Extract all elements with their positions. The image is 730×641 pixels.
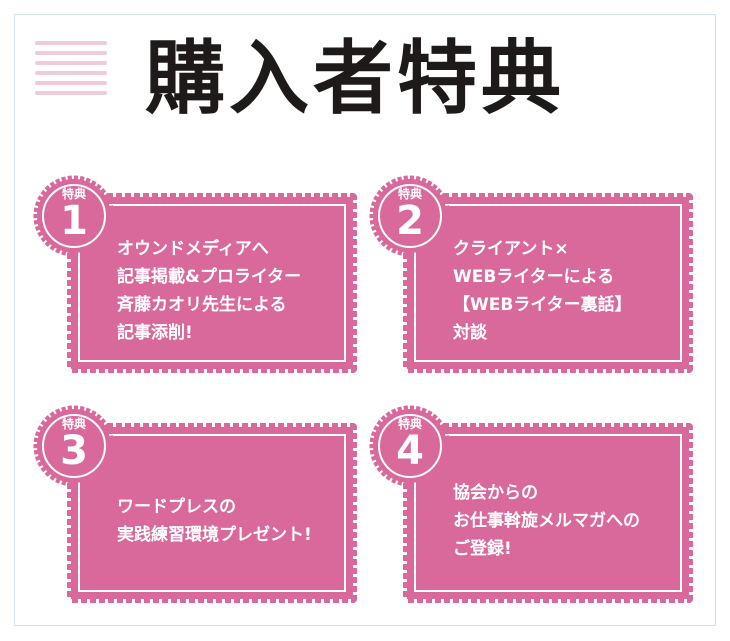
badge-circle-icon [33, 405, 115, 487]
benefit-line: クライアント× [453, 239, 569, 259]
benefit-badge: 特典 2 [369, 175, 451, 257]
benefit-line: お仕事斡旋メルマガへの [453, 511, 640, 531]
page-title: 購入者特典 [145, 32, 565, 125]
stamp-border-icon [67, 423, 357, 603]
benefit-card-text: ワードプレスの 実践練習環境プレゼント! [67, 461, 357, 581]
benefit-card-2: クライアント× WEBライターによる 【WEBライター裏話】 対談 特典 2 [369, 175, 693, 373]
benefit-badge: 特典 3 [33, 405, 115, 487]
benefit-badge: 特典 1 [33, 175, 115, 257]
badge-circle-icon [33, 175, 115, 257]
badge-number: 1 [60, 198, 88, 244]
stamp-border-icon [67, 193, 357, 373]
benefit-line: 【WEBライター裏話】 [453, 295, 632, 315]
badge-number: 2 [396, 198, 424, 244]
stamp-border-icon [403, 423, 693, 603]
badge-number: 4 [396, 428, 424, 474]
benefit-card-4: 協会からの お仕事斡旋メルマガへの ご登録! 特典 4 [369, 405, 693, 603]
benefit-line: 対談 [453, 323, 487, 343]
benefit-line: 記事掲載&プロライター [117, 267, 302, 287]
benefit-card-text: クライアント× WEBライターによる 【WEBライター裏話】 対談 [403, 231, 693, 351]
badge-label: 特典 [61, 187, 86, 201]
benefit-line: 実践練習環境プレゼント! [117, 525, 312, 545]
badge-label: 特典 [397, 417, 422, 431]
benefit-card-text: オウンドメディアへ 記事掲載&プロライター 斉藤カオリ先生による 記事添削! [67, 231, 357, 351]
badge-label: 特典 [61, 417, 86, 431]
badge-label: 特典 [397, 187, 422, 201]
benefit-line: ワードプレスの [117, 497, 236, 517]
badge-circle-icon [369, 175, 451, 257]
benefit-card-1: オウンドメディアへ 記事掲載&プロライター 斉藤カオリ先生による 記事添削! 特… [33, 175, 357, 373]
badge-number: 3 [60, 428, 88, 474]
benefit-line: オウンドメディアへ [117, 239, 269, 259]
benefit-badge: 特典 4 [369, 405, 451, 487]
benefit-card-text: 協会からの お仕事斡旋メルマガへの ご登録! [403, 461, 693, 581]
benefit-line: 協会からの [453, 483, 538, 503]
benefit-line: 記事添削! [117, 323, 193, 343]
benefit-line: 斉藤カオリ先生による [117, 295, 287, 315]
decorative-lines-icon [35, 41, 107, 95]
benefit-line: WEBライターによる [453, 267, 615, 287]
badge-circle-icon [369, 405, 451, 487]
content-frame: 購入者特典 オウンドメディアへ 記事掲載&プロライター 斉藤カオリ先生による 記… [14, 14, 716, 626]
benefit-line: ご登録! [453, 539, 512, 559]
stamp-border-icon [403, 193, 693, 373]
benefit-card-3: ワードプレスの 実践練習環境プレゼント! 特典 3 [33, 405, 357, 603]
